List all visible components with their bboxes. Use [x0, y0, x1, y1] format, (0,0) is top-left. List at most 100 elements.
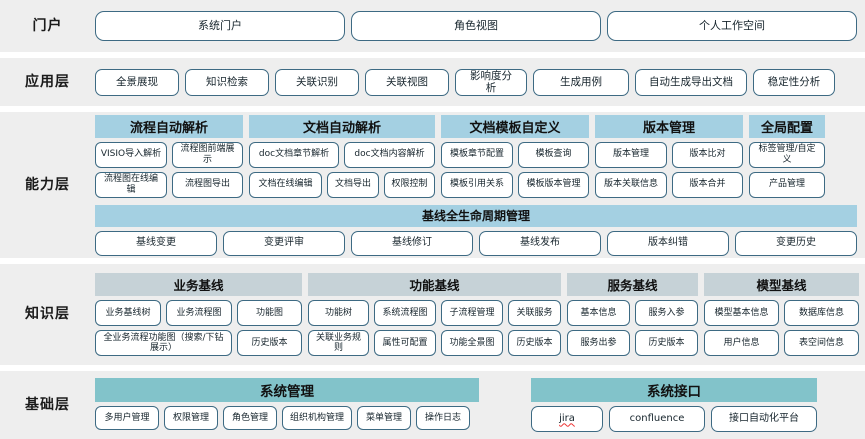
group-header-global: 全局配置: [749, 114, 825, 138]
layer-label-knowledge: 知识层: [25, 306, 70, 323]
layer-label-infrastructure: 基础层: [25, 396, 70, 413]
capability-template-r2-0[interactable]: 模板引用关系: [441, 171, 513, 198]
capability-group-flow: 流程自动解析 VISIO导入解析 流程图前端展示 流程图在线编辑 流程图导出: [95, 114, 243, 198]
knowledge-service-r2-0[interactable]: 服务出参: [567, 330, 630, 356]
group-header-flow: 流程自动解析: [95, 114, 243, 138]
lifecycle-item-1[interactable]: 变更评审: [223, 230, 345, 256]
capability-version-r1-0[interactable]: 版本管理: [595, 141, 667, 168]
capability-flow-r1-0[interactable]: VISIO导入解析: [95, 141, 167, 168]
capability-global-r1-0[interactable]: 标签管理/自定义: [749, 141, 825, 168]
capability-template-r1-0[interactable]: 模板章节配置: [441, 141, 513, 168]
lifecycle-item-0[interactable]: 基线变更: [95, 230, 217, 256]
capability-doc-r1-1[interactable]: doc文档内容解析: [344, 141, 435, 168]
capability-doc-r1-0[interactable]: doc文档章节解析: [249, 141, 339, 168]
application-item-3[interactable]: 关联视图: [365, 68, 449, 96]
infrastructure-groups: 系统管理 多用户管理 权限管理 角色管理 组织机构管理 菜单管理 操作日志 系统…: [95, 378, 857, 432]
capability-global-r2-0[interactable]: 产品管理: [749, 171, 825, 198]
lifecycle-header: 基线全生命周期管理: [95, 204, 857, 227]
group-header-system-interface: 系统接口: [531, 378, 817, 402]
knowledge-model-r1-1[interactable]: 数据库信息: [784, 300, 859, 326]
knowledge-business-r1-0[interactable]: 业务基线树: [95, 300, 161, 326]
knowledge-business-r1-2[interactable]: 功能图: [237, 300, 302, 326]
knowledge-model-r2-1[interactable]: 表空间信息: [784, 330, 859, 356]
application-item-5[interactable]: 生成用例: [533, 68, 629, 96]
layer-application: 应用层 全景展现 知识检索 关联识别 关联视图 影响度分析 生成用例 自动生成导…: [0, 58, 865, 106]
portal-items-row: 系统门户 角色视图 个人工作空间: [95, 11, 857, 41]
application-items-row: 全景展现 知识检索 关联识别 关联视图 影响度分析 生成用例 自动生成导出文档 …: [95, 68, 857, 96]
infra-iface-item-api-platform[interactable]: 接口自动化平台: [711, 406, 817, 432]
capability-template-r1-1[interactable]: 模板查询: [518, 141, 589, 168]
capability-lifecycle: 基线全生命周期管理 基线变更 变更评审 基线修订 基线发布 版本纠错 变更历史: [95, 204, 857, 256]
layer-label-application: 应用层: [25, 73, 70, 90]
lifecycle-item-2[interactable]: 基线修订: [351, 230, 473, 256]
knowledge-function-r2-0[interactable]: 关联业务规则: [308, 330, 369, 356]
layer-label-capability: 能力层: [25, 176, 70, 193]
knowledge-function-r1-0[interactable]: 功能树: [308, 300, 369, 326]
jira-label: jira: [559, 413, 575, 425]
capability-flow-r1-1[interactable]: 流程图前端展示: [172, 141, 243, 168]
infra-sys-item-2[interactable]: 角色管理: [223, 406, 277, 430]
lifecycle-item-5[interactable]: 变更历史: [735, 230, 857, 256]
knowledge-function-r1-2[interactable]: 子流程管理: [441, 300, 503, 326]
infra-sys-item-1[interactable]: 权限管理: [164, 406, 218, 430]
knowledge-business-r2-0[interactable]: 全业务流程功能图（搜索/下钻展示）: [95, 330, 232, 356]
knowledge-service-r1-0[interactable]: 基本信息: [567, 300, 630, 326]
layer-infrastructure: 基础层 系统管理 多用户管理 权限管理 角色管理 组织机构管理 菜单管理 操作日…: [0, 371, 865, 439]
portal-item-0[interactable]: 系统门户: [95, 11, 345, 41]
capability-doc-r2-0[interactable]: 文档在线编辑: [249, 171, 322, 198]
application-item-2[interactable]: 关联识别: [275, 68, 359, 96]
infra-group-system-interface: 系统接口 jira confluence 接口自动化平台: [531, 378, 817, 432]
capability-group-template: 文档模板自定义 模板章节配置 模板查询 模板引用关系 模板版本管理: [441, 114, 589, 198]
capability-version-r2-1[interactable]: 版本合并: [672, 171, 743, 198]
capability-groups: 流程自动解析 VISIO导入解析 流程图前端展示 流程图在线编辑 流程图导出 文…: [95, 114, 857, 198]
knowledge-function-r2-2[interactable]: 功能全景图: [441, 330, 503, 356]
application-item-0[interactable]: 全景展现: [95, 68, 179, 96]
knowledge-group-function: 功能基线 功能树 系统流程图 子流程管理 关联服务 关联业务规则 属性可配置 功…: [308, 273, 561, 356]
knowledge-function-r2-1[interactable]: 属性可配置: [374, 330, 436, 356]
knowledge-group-model: 模型基线 模型基本信息 数据库信息 用户信息 表空间信息: [704, 273, 859, 356]
portal-item-1[interactable]: 角色视图: [351, 11, 601, 41]
capability-version-r1-1[interactable]: 版本比对: [672, 141, 743, 168]
group-header-doc: 文档自动解析: [249, 114, 435, 138]
knowledge-groups: 业务基线 业务基线树 业务流程图 功能图 全业务流程功能图（搜索/下钻展示） 历…: [95, 273, 859, 356]
capability-group-version: 版本管理 版本管理 版本比对 版本关联信息 版本合并: [595, 114, 743, 198]
application-item-1[interactable]: 知识检索: [185, 68, 269, 96]
capability-template-r2-1[interactable]: 模板版本管理: [518, 171, 589, 198]
capability-version-r2-0[interactable]: 版本关联信息: [595, 171, 667, 198]
infra-sys-item-3[interactable]: 组织机构管理: [282, 406, 352, 430]
capability-doc-r2-2[interactable]: 权限控制: [384, 171, 435, 198]
application-item-7[interactable]: 稳定性分析: [753, 68, 835, 96]
infra-sys-item-0[interactable]: 多用户管理: [95, 406, 159, 430]
lifecycle-item-3[interactable]: 基线发布: [479, 230, 601, 256]
portal-item-2[interactable]: 个人工作空间: [607, 11, 857, 41]
group-header-service-baseline: 服务基线: [567, 273, 698, 296]
lifecycle-item-4[interactable]: 版本纠错: [607, 230, 729, 256]
knowledge-function-r1-3[interactable]: 关联服务: [508, 300, 561, 326]
application-item-6[interactable]: 自动生成导出文档: [635, 68, 747, 96]
capability-flow-r2-0[interactable]: 流程图在线编辑: [95, 171, 167, 198]
knowledge-function-r1-1[interactable]: 系统流程图: [374, 300, 436, 326]
infra-iface-item-jira[interactable]: jira: [531, 406, 603, 432]
capability-doc-r2-1[interactable]: 文档导出: [327, 171, 379, 198]
knowledge-group-business: 业务基线 业务基线树 业务流程图 功能图 全业务流程功能图（搜索/下钻展示） 历…: [95, 273, 302, 356]
group-header-version: 版本管理: [595, 114, 743, 138]
knowledge-model-r2-0[interactable]: 用户信息: [704, 330, 779, 356]
group-header-system-management: 系统管理: [95, 378, 479, 402]
knowledge-business-r2-1[interactable]: 历史版本: [237, 330, 302, 356]
infra-sys-item-4[interactable]: 菜单管理: [357, 406, 411, 430]
knowledge-model-r1-0[interactable]: 模型基本信息: [704, 300, 779, 326]
infra-iface-item-confluence[interactable]: confluence: [609, 406, 705, 432]
capability-flow-r2-1[interactable]: 流程图导出: [172, 171, 243, 198]
lifecycle-items-row: 基线变更 变更评审 基线修订 基线发布 版本纠错 变更历史: [95, 230, 857, 256]
knowledge-service-r1-1[interactable]: 服务入参: [635, 300, 698, 326]
infra-sys-item-5[interactable]: 操作日志: [416, 406, 470, 430]
capability-group-global: 全局配置 标签管理/自定义 产品管理: [749, 114, 825, 198]
knowledge-function-r2-3[interactable]: 历史版本: [508, 330, 561, 356]
knowledge-service-r2-1[interactable]: 历史版本: [635, 330, 698, 356]
capability-group-doc: 文档自动解析 doc文档章节解析 doc文档内容解析 文档在线编辑 文档导出 权…: [249, 114, 435, 198]
knowledge-business-r1-1[interactable]: 业务流程图: [166, 300, 232, 326]
knowledge-group-service: 服务基线 基本信息 服务入参 服务出参 历史版本: [567, 273, 698, 356]
group-header-model-baseline: 模型基线: [704, 273, 859, 296]
application-item-4[interactable]: 影响度分析: [455, 68, 527, 96]
